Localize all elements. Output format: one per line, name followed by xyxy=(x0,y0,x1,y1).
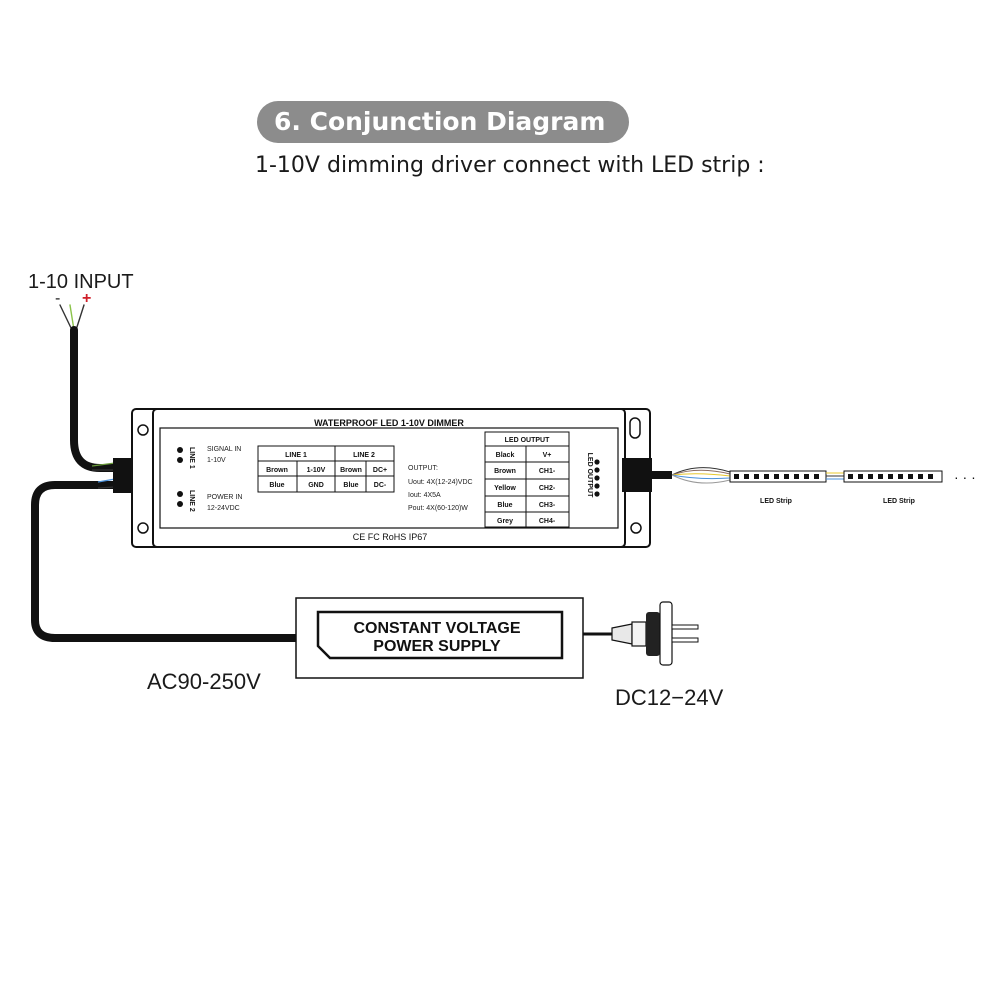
led-output-cell: CH2- xyxy=(539,485,556,492)
input-table-cell: GND xyxy=(308,482,324,489)
led-output-table-header: LED OUTPUT xyxy=(505,437,550,444)
led-output-cell: Brown xyxy=(494,468,516,475)
power-supply-line1: CONSTANT VOLTAGE xyxy=(353,620,520,637)
certifications-label: CE FC RoHS IP67 xyxy=(353,532,428,542)
input-table-cell: DC+ xyxy=(373,467,387,474)
output-cable xyxy=(652,467,731,484)
input-table-cell: Blue xyxy=(269,482,284,489)
strip-connector xyxy=(826,472,844,480)
output-specs-pout: Pout: 4X(60-120)W xyxy=(408,505,468,512)
power-supply-line2: POWER SUPPLY xyxy=(373,638,501,655)
led-output-indicators xyxy=(594,459,600,497)
power-range-label: 12-24VDC xyxy=(207,505,240,512)
led-output-cell: Blue xyxy=(497,502,512,509)
led-strip-1 xyxy=(729,470,827,483)
strip-continuation: · · · xyxy=(954,469,976,485)
dimmer-title: WATERPROOF LED 1-10V DIMMER xyxy=(314,418,464,428)
led-output-cell: Yellow xyxy=(494,485,516,492)
dc-voltage-label: DC12−24V xyxy=(615,685,724,710)
diagram-title: 6. Conjunction Diagram xyxy=(257,101,629,143)
led-output-cell: CH3- xyxy=(539,502,556,509)
led-output-tag: LED OUTPUT xyxy=(586,453,593,498)
line1-tag: LINE 1 xyxy=(188,447,195,469)
power-cable xyxy=(31,478,296,642)
power-supply xyxy=(295,597,584,679)
led-output-cell: V+ xyxy=(543,452,552,459)
input-table-cell: Brown xyxy=(340,467,362,474)
plug-icon xyxy=(611,601,699,666)
signal-in-label: SIGNAL IN xyxy=(207,446,241,453)
line1-indicator xyxy=(177,447,183,463)
input-label: 1-10 INPUT xyxy=(28,271,134,293)
ac-voltage-label: AC90-250V xyxy=(147,669,261,694)
right-cable-gland xyxy=(622,458,652,492)
led-strip-1-label: LED Strip xyxy=(760,498,792,505)
led-output-cell: CH1- xyxy=(539,468,556,475)
input-table-cell: Blue xyxy=(343,482,358,489)
dimmer-housing xyxy=(131,408,651,548)
input-plus: + xyxy=(82,290,91,307)
line2-indicator xyxy=(177,491,183,507)
signal-cable xyxy=(59,304,119,472)
led-strip-2 xyxy=(843,470,943,483)
line2-tag: LINE 2 xyxy=(188,490,195,512)
power-in-label: POWER IN xyxy=(207,494,242,501)
input-table-cell: Brown xyxy=(266,467,288,474)
input-minus: - xyxy=(55,290,60,307)
input-table-header-line1: LINE 1 xyxy=(285,452,307,459)
led-output-cell: Grey xyxy=(497,518,513,525)
input-table-cell: DC- xyxy=(374,482,387,489)
input-wiring-table xyxy=(257,445,395,493)
led-output-table xyxy=(484,431,570,528)
output-specs-uout: Uout: 4X(12-24)VDC xyxy=(408,479,473,486)
input-table-header-line2: LINE 2 xyxy=(353,452,375,459)
diagram-subtitle: 1-10V dimming driver connect with LED st… xyxy=(255,153,765,178)
input-table-cell: 1-10V xyxy=(307,467,326,474)
led-output-cell: CH4- xyxy=(539,518,556,525)
output-specs-heading: OUTPUT: xyxy=(408,465,438,472)
output-specs-iout: Iout: 4X5A xyxy=(408,492,441,499)
led-output-cell: Black xyxy=(496,452,515,459)
led-strip-2-label: LED Strip xyxy=(883,498,915,505)
signal-wire-ends xyxy=(91,462,116,471)
signal-range-label: 1-10V xyxy=(207,457,226,464)
